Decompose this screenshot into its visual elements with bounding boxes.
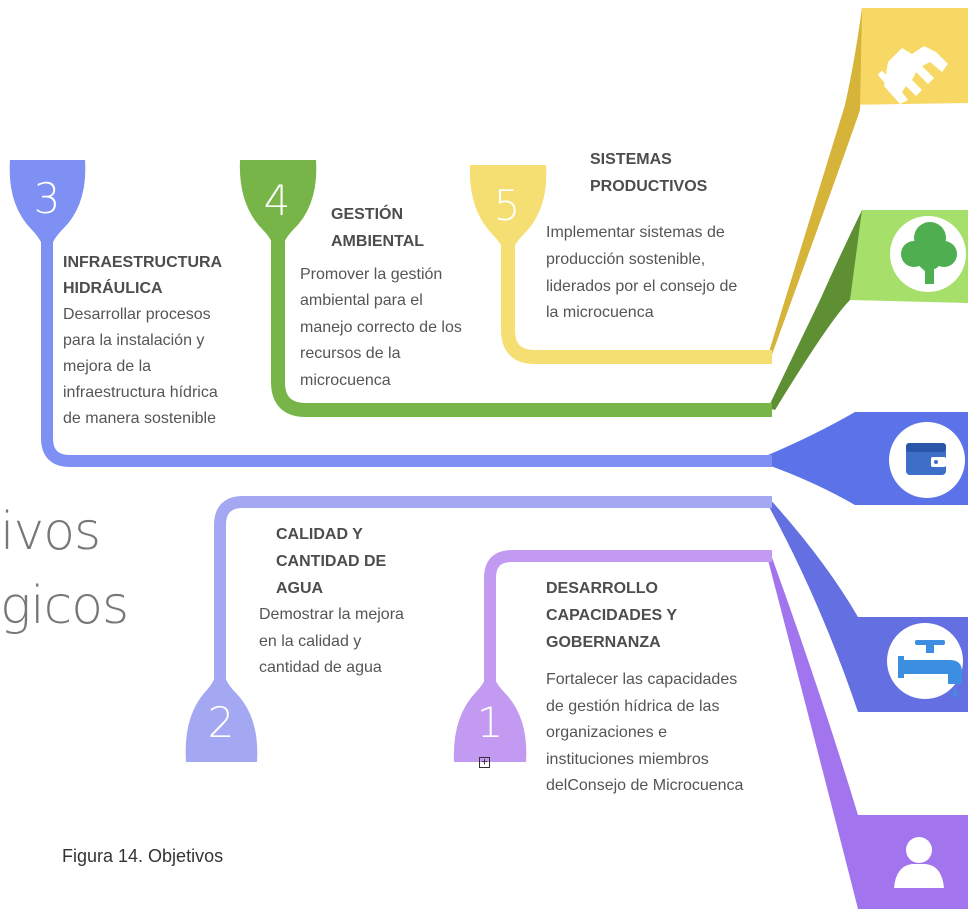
wallet-icon <box>889 422 965 498</box>
description-line: instituciones miembros <box>546 751 709 768</box>
description-line: liderados por el consejo de <box>546 278 738 295</box>
badge-objective-1 <box>453 662 527 762</box>
heading-line: PRODUCTIVOS <box>590 178 708 195</box>
heading-line: AMBIENTAL <box>331 233 425 250</box>
description-line: de gestión hídrica de las <box>546 698 720 715</box>
description-line: microcuenca <box>300 372 391 389</box>
heading-line: CALIDAD Y <box>276 526 363 543</box>
description-line: infraestructura hídrica <box>63 384 218 401</box>
badge-objective-5 <box>469 165 547 265</box>
description-line: mejora de la <box>63 358 152 375</box>
objective-4-number: 4 <box>263 176 291 225</box>
heading-line: AGUA <box>276 580 324 597</box>
description-line: manejo correcto de los <box>300 319 462 336</box>
description-line: ambiental para el <box>300 292 423 309</box>
tree-icon <box>890 216 966 292</box>
description-line: Fortalecer las capacidades <box>546 671 738 688</box>
description-line: producción sostenible, <box>546 251 706 268</box>
objective-5-number: 5 <box>493 181 521 230</box>
description-line: Demostrar la mejora <box>259 606 404 623</box>
badge-objective-4 <box>239 160 317 262</box>
line-objective-2 <box>214 496 772 690</box>
description-line: recursos de la <box>300 345 401 362</box>
line-objective-4 <box>271 225 772 417</box>
objective-3-number: 3 <box>33 174 61 223</box>
tab-objective-5-shadow <box>768 8 862 360</box>
objective-2-number: 2 <box>207 698 235 747</box>
line-objective-1 <box>484 550 772 695</box>
line-objective-5 <box>501 230 772 364</box>
description-line: organizaciones e <box>546 724 667 741</box>
line-objective-3 <box>41 225 772 467</box>
title-fragment-line-2: gicos <box>0 576 129 636</box>
handshake-icon <box>877 46 948 104</box>
description-line: de manera sostenible <box>63 410 216 427</box>
heading-line: DESARROLLO <box>546 580 658 597</box>
heading-line: INFRAESTRUCTURA <box>63 254 223 271</box>
description-line: Desarrollar procesos <box>63 306 211 323</box>
heading-line: CANTIDAD DE <box>276 553 387 570</box>
title-fragment-line-1: ivos <box>0 502 101 562</box>
tab-objective-4-shadow <box>768 210 862 410</box>
badge-objective-3 <box>9 160 86 260</box>
description-line: delConsejo de Microcuenca <box>546 777 744 794</box>
description-line: para la instalación y <box>63 332 205 349</box>
object-anchor-handle[interactable]: + <box>479 756 490 768</box>
heading-line: HIDRÁULICA <box>63 280 163 297</box>
description-line: Implementar sistemas de <box>546 224 725 241</box>
heading-line: GOBERNANZA <box>546 634 661 651</box>
description-line: la microcuenca <box>546 304 654 321</box>
figure-caption: Figura 14. Objetivos <box>62 846 224 866</box>
heading-line: CAPACIDADES Y <box>546 607 677 624</box>
person-icon <box>894 837 944 888</box>
tab-objective-1 <box>768 552 968 909</box>
description-line: en la calidad y <box>259 633 362 650</box>
badge-objective-2 <box>185 660 258 762</box>
description-line: Promover la gestión <box>300 266 443 283</box>
heading-line: GESTIÓN <box>331 206 404 223</box>
objective-1-number: 1 <box>476 698 504 747</box>
heading-line: SISTEMAS <box>590 151 672 168</box>
description-line: cantidad de agua <box>259 659 382 676</box>
water-tap-icon <box>887 623 963 699</box>
